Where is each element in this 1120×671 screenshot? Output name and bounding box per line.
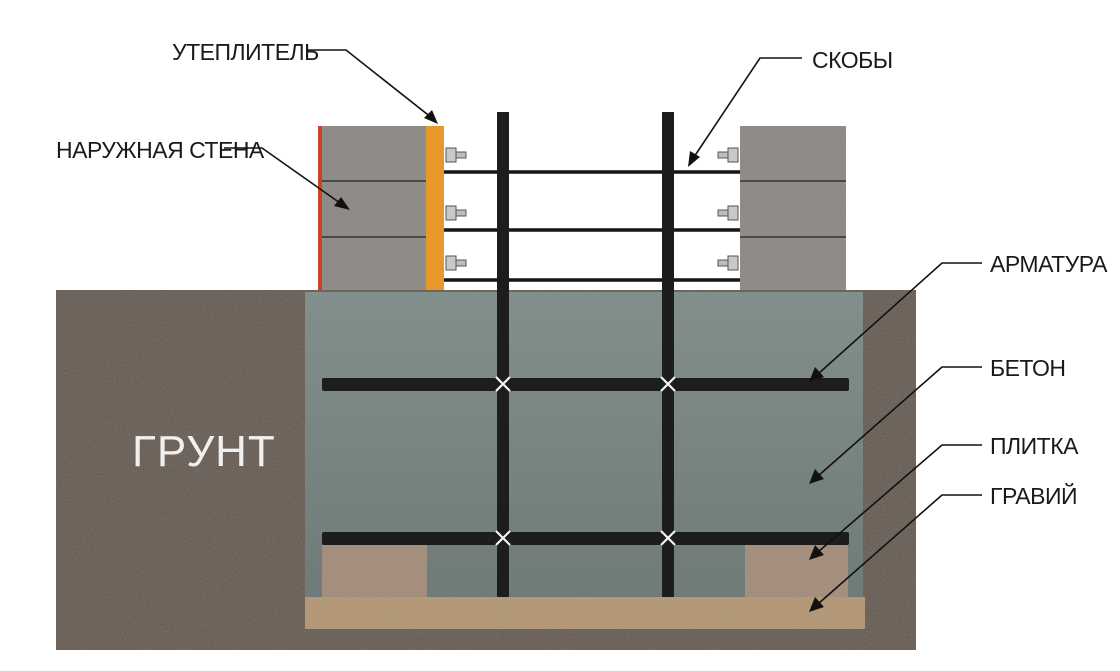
brackets-label: СКОБЫ	[812, 47, 893, 73]
insulation-label: УТЕПЛИТЕЛЬ	[172, 39, 319, 65]
rebar-ties	[495, 376, 676, 546]
bolt-right-2	[717, 205, 739, 221]
callout-gravel: ГРАВИЙ	[809, 482, 1078, 612]
rebar	[322, 112, 849, 597]
bolt-right-1	[717, 147, 739, 163]
tile-left	[322, 545, 427, 597]
tile-label: ПЛИТКА	[990, 433, 1079, 459]
gravel-bed	[305, 597, 865, 629]
callout-outer-wall: НАРУЖНАЯ СТЕНА	[56, 137, 350, 210]
concrete-label: БЕТОН	[990, 355, 1065, 381]
bolt-right-3	[717, 255, 739, 271]
tile-right	[745, 545, 848, 597]
inner-wall-right	[740, 126, 846, 290]
gravel-label: ГРАВИЙ	[990, 482, 1077, 509]
callout-concrete: БЕТОН	[809, 355, 1066, 484]
bolt-left-2	[445, 205, 467, 221]
bolt-left-1	[445, 147, 467, 163]
outer-wall-label: НАРУЖНАЯ СТЕНА	[56, 137, 265, 163]
callout-insulation: УТЕПЛИТЕЛЬ	[172, 39, 438, 124]
ties	[444, 147, 740, 282]
bolt-left-3	[445, 255, 467, 271]
outer-wall-left	[318, 126, 426, 290]
callout-tile: ПЛИТКА	[809, 433, 1080, 560]
soil-label: ГРУНТ	[132, 427, 276, 476]
rebar-label: АРМАТУРА	[990, 251, 1108, 277]
insulation-layer	[426, 126, 444, 290]
callout-brackets: СКОБЫ	[688, 47, 893, 167]
callout-rebar: АРМАТУРА	[809, 251, 1109, 382]
